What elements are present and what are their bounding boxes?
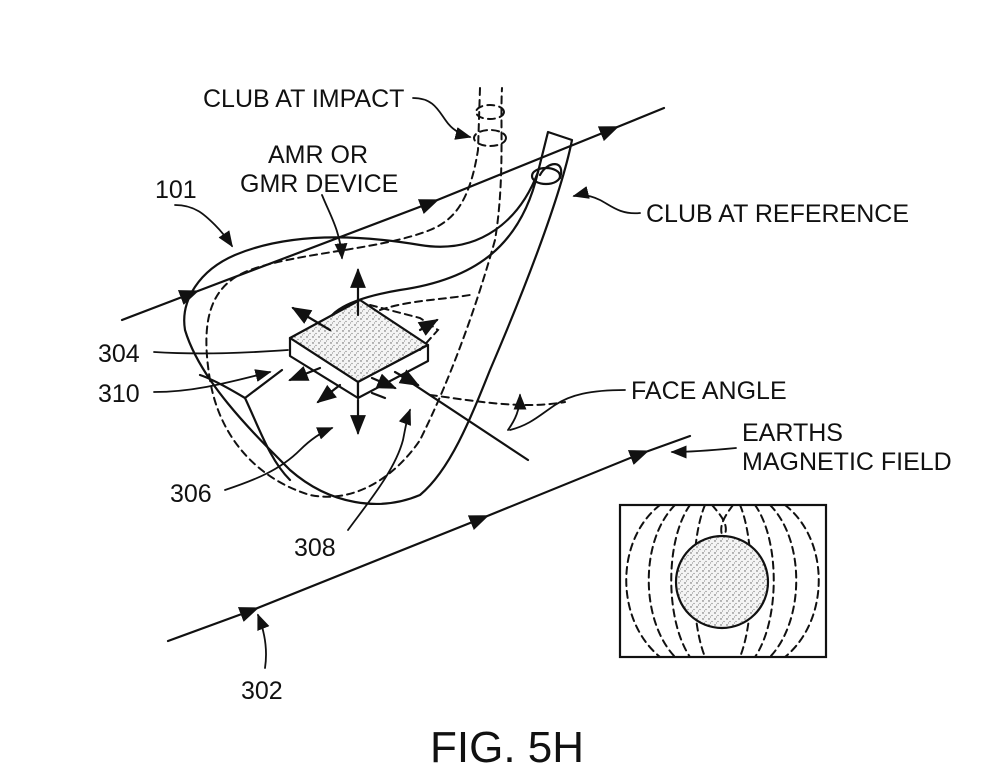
face-angle-line	[393, 370, 530, 462]
figure-caption: FIG. 5H	[430, 723, 584, 772]
club-at-impact	[205, 87, 566, 498]
label-amr-line1: AMR OR	[268, 141, 368, 169]
club-sole-line	[198, 373, 292, 482]
sensing-axis-arrows	[288, 268, 439, 435]
leader-lines	[153, 97, 737, 669]
club-hosel-to-sole-line	[243, 368, 284, 400]
ref-304: 304	[98, 340, 140, 368]
ref-306: 306	[170, 480, 212, 508]
label-club-at-reference: CLUB AT REFERENCE	[646, 200, 909, 228]
label-magnetic-field: MAGNETIC FIELD	[742, 448, 952, 476]
earth-magnetic-field-line	[166, 434, 692, 643]
ref-302: 302	[241, 677, 283, 705]
label-club-at-impact: CLUB AT IMPACT	[203, 85, 404, 113]
label-earths: EARTHS	[742, 419, 843, 447]
ref-310: 310	[98, 380, 140, 408]
ref-101: 101	[155, 176, 197, 204]
magnet-inset	[618, 503, 828, 659]
ref-308: 308	[294, 534, 336, 562]
upper-field-line	[120, 106, 666, 322]
label-face-angle: FACE ANGLE	[631, 377, 787, 405]
label-amr-line2: GMR DEVICE	[240, 170, 398, 198]
